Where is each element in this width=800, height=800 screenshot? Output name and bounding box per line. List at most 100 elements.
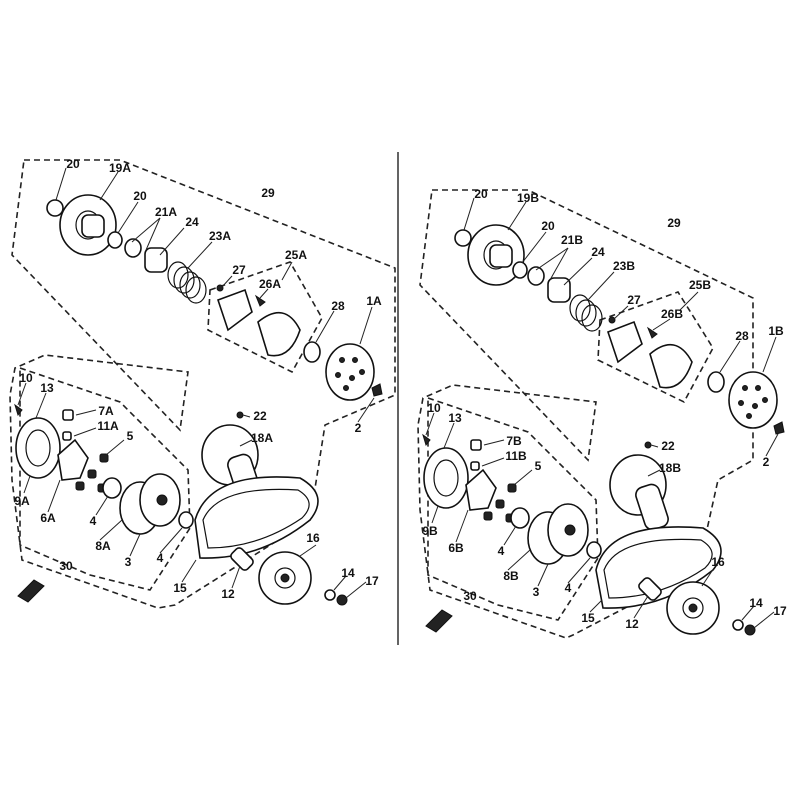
label-1: 1A <box>366 294 382 308</box>
pin-26-icon <box>646 326 658 339</box>
label-8: 8A <box>95 539 111 553</box>
label-6: 6A <box>40 511 56 525</box>
callout-labels-a: 20 19A 20 21A 24 23A 29 27 25A 26A 28 1A… <box>14 157 382 601</box>
washer-20-icon <box>454 229 472 247</box>
label-14: 14 <box>341 566 355 580</box>
bearing-28-icon <box>707 371 725 393</box>
ring-9-icon <box>423 447 469 509</box>
group-outline-29 <box>9 159 396 609</box>
panel-variant-b: 20 19B 20 21B 24 23B 29 27 25B 26B 28 1B… <box>417 187 787 639</box>
spring-23-icon <box>569 294 603 332</box>
bell-holes-icon <box>335 357 365 391</box>
label-19: 19A <box>109 161 131 175</box>
label-12: 12 <box>625 617 639 631</box>
label-29: 29 <box>667 216 681 230</box>
label-25: 25B <box>689 278 711 292</box>
nut-2-icon <box>773 421 785 435</box>
direction-arrow-icon <box>17 579 45 603</box>
label-8: 8B <box>503 569 519 583</box>
washer-20b-icon <box>107 231 123 249</box>
nut-17-icon <box>336 594 348 606</box>
label-4b: 4 <box>565 581 572 595</box>
label-4b: 4 <box>157 551 164 565</box>
fan-16-icon <box>258 551 312 605</box>
label-22: 22 <box>661 439 675 453</box>
bolt-22-icon <box>236 411 244 419</box>
ring-9-icon <box>15 417 61 479</box>
direction-arrow-icon <box>425 609 453 633</box>
label-29: 29 <box>261 186 275 200</box>
roller-7-icon <box>62 409 74 421</box>
label-2: 2 <box>355 421 362 435</box>
screw-10-icon <box>14 403 23 417</box>
bell-holes-icon <box>738 385 768 419</box>
label-30: 30 <box>59 559 73 573</box>
label-3: 3 <box>125 555 132 569</box>
label-10: 10 <box>19 371 33 385</box>
label-15: 15 <box>173 581 187 595</box>
pulley-3-icon <box>527 503 589 565</box>
spacer-12-icon <box>638 577 662 601</box>
screw-10-icon <box>422 433 431 447</box>
label-18: 18B <box>659 461 681 475</box>
label-24: 24 <box>185 215 199 229</box>
clutch-bell-1-icon <box>325 343 375 401</box>
clip-27-icon <box>216 284 224 292</box>
bolt-22-icon <box>644 441 652 449</box>
label-13: 13 <box>448 411 462 425</box>
label-9: 9A <box>14 494 30 508</box>
hub-icon <box>81 214 105 238</box>
roller-7-icon <box>470 439 482 451</box>
label-20b: 20 <box>133 189 147 203</box>
label-22: 22 <box>253 409 267 423</box>
clutch-shoe-icon <box>649 344 693 389</box>
leader-lines-a <box>17 167 375 599</box>
pulley-3-icon <box>119 473 181 535</box>
nut-17-icon <box>744 624 756 636</box>
label-26: 26A <box>259 277 281 291</box>
label-24: 24 <box>591 245 605 259</box>
slider-11-icon <box>470 461 480 471</box>
label-5: 5 <box>535 459 542 473</box>
clutch-shoe-icon <box>257 312 301 357</box>
label-27: 27 <box>627 293 641 307</box>
label-7: 7B <box>506 434 522 448</box>
label-1: 1B <box>768 324 784 338</box>
spacer-12-icon <box>230 547 254 571</box>
nut-2-icon <box>371 383 383 397</box>
belt-15-icon <box>595 526 722 609</box>
label-23: 23A <box>209 229 231 243</box>
label-30: 30 <box>463 589 477 603</box>
clutch-bell-1-icon <box>728 371 778 429</box>
label-28: 28 <box>331 299 345 313</box>
sleeve-24-icon <box>547 277 571 303</box>
label-7: 7A <box>98 404 114 418</box>
label-5: 5 <box>127 429 134 443</box>
label-17: 17 <box>365 574 379 588</box>
cam-plate-6-icon <box>57 438 89 481</box>
label-21: 21A <box>155 205 177 219</box>
label-21: 21B <box>561 233 583 247</box>
collar-21-icon <box>124 238 142 258</box>
label-28: 28 <box>735 329 749 343</box>
pin-26-icon <box>254 294 266 307</box>
bushing-4b-icon <box>586 541 602 559</box>
sleeve-24-icon <box>144 247 168 273</box>
label-16: 16 <box>306 531 320 545</box>
label-20b: 20 <box>541 219 555 233</box>
washer-20-icon <box>46 199 64 217</box>
label-17: 17 <box>773 604 787 618</box>
bushing-4-icon <box>102 477 122 499</box>
bearing-28-icon <box>303 341 321 363</box>
label-3: 3 <box>533 585 540 599</box>
cam-plate-6-icon <box>465 468 497 511</box>
label-4a: 4 <box>498 544 505 558</box>
leader-lines-b <box>425 197 779 629</box>
callout-labels-b: 20 19B 20 21B 24 23B 29 27 25B 26B 28 1B… <box>422 187 787 631</box>
label-12: 12 <box>221 587 235 601</box>
hub-icon <box>489 244 513 268</box>
bushing-4b-icon <box>178 511 194 529</box>
washer-14-icon <box>324 589 336 601</box>
label-10: 10 <box>427 401 441 415</box>
